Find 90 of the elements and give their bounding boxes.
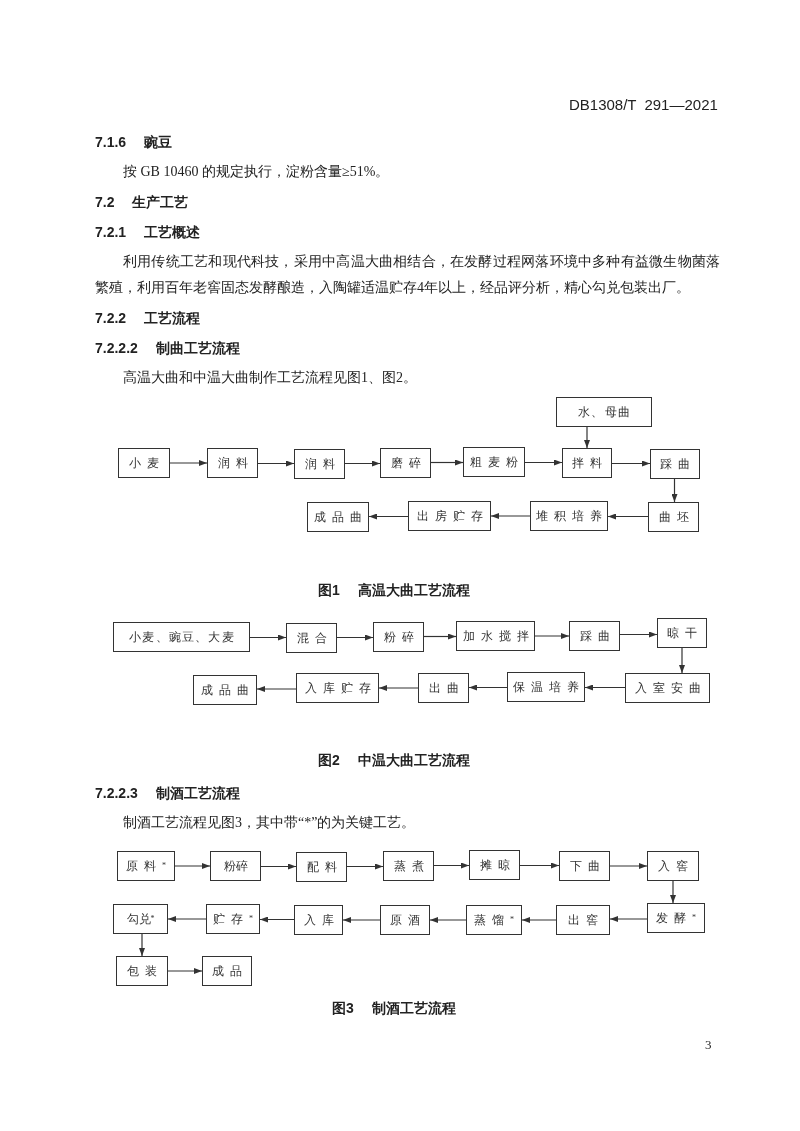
arrow <box>260 863 297 870</box>
arrow <box>256 686 297 692</box>
arrow <box>346 863 384 870</box>
section-heading: 7.1.6 豌豆 <box>95 133 173 152</box>
section-heading: 7.2.2.3 制酒工艺流程 <box>95 784 240 803</box>
arrow <box>524 459 563 466</box>
process-box: 成品曲 <box>193 675 257 705</box>
body-text: 利用传统工艺和现代科技，采用中高温大曲相结合，在发酵过程网落环境中多种有益微生物菌落繁殖，利用百年老窖固态发酵酿造，入陶罐适温贮存4年以上，经品评分析，精心勾兑包装出厂。 <box>95 253 720 297</box>
arrow <box>584 684 626 691</box>
process-box: 小麦、豌豆、大麦 <box>113 622 250 652</box>
process-box: 入窖 <box>647 851 699 881</box>
arrow <box>607 513 649 520</box>
arrow <box>611 460 651 467</box>
process-box: 润料 <box>207 448 258 478</box>
process-box: 粉碎 <box>373 622 424 652</box>
section-heading: 7.2.1 工艺概述 <box>95 223 201 242</box>
process-box: 踩曲 <box>569 621 620 651</box>
page-number: 3 <box>705 1036 712 1054</box>
process-box: 混合 <box>286 623 337 653</box>
arrow <box>430 459 464 466</box>
arrow <box>336 634 374 641</box>
process-box: 成品曲 <box>307 502 369 532</box>
arrow <box>429 917 467 923</box>
process-box: 水、母曲 <box>556 397 652 427</box>
process-box: 出曲 <box>418 673 469 703</box>
process-box: 小麦 <box>118 448 170 478</box>
arrow <box>167 916 207 922</box>
arrow <box>584 426 590 449</box>
process-box: 磨碎 <box>380 448 431 478</box>
arrow <box>534 633 570 639</box>
process-box: 发酵$^{*}$ <box>647 903 705 933</box>
process-box: 蒸馏$^{*}$ <box>466 905 522 935</box>
process-box: 蒸煮 <box>383 851 434 881</box>
process-box: 堆积培养 <box>530 501 608 531</box>
process-box: 踩曲 <box>650 449 700 479</box>
arrow <box>169 460 208 466</box>
arrow <box>259 916 295 923</box>
body-text: 制酒工艺流程见图3，其中带“*”的为关键工艺。 <box>123 814 416 832</box>
process-box: 晾干 <box>657 618 707 648</box>
process-box: 粗麦粉 <box>463 447 525 477</box>
process-box: 贮存$^{*}$ <box>206 904 260 934</box>
figure-caption: 图3 制酒工艺流程 <box>332 999 456 1018</box>
arrow <box>490 513 531 519</box>
arrow <box>423 633 457 640</box>
arrow <box>609 863 648 869</box>
process-box: 配料 <box>296 852 347 882</box>
section-heading: 7.2.2.2 制曲工艺流程 <box>95 339 240 358</box>
figure-caption: 图1 高温大曲工艺流程 <box>318 581 470 600</box>
arrow <box>679 647 685 674</box>
body-text: 按 GB 10460 的规定执行，淀粉含量≥51%。 <box>123 163 390 181</box>
process-box: 原酒 <box>380 905 430 935</box>
arrow <box>519 862 560 869</box>
arrow <box>344 460 381 467</box>
process-box: 下曲 <box>559 851 610 881</box>
process-box: 勾兑$^{*}$ <box>113 904 168 934</box>
process-box: 润料 <box>294 449 345 479</box>
process-box: 入库 <box>294 905 343 935</box>
arrow <box>257 460 295 467</box>
arrow <box>671 478 678 503</box>
arrow <box>670 880 676 904</box>
process-box: 粉碎 <box>210 851 261 881</box>
section-heading: 7.2.2 工艺流程 <box>95 309 201 328</box>
arrow <box>139 933 145 957</box>
arrow <box>249 634 287 641</box>
arrow <box>433 862 470 869</box>
document-code: DB1308/T 291—2021 <box>569 95 718 115</box>
process-box: 拌料 <box>562 448 612 478</box>
process-box: 出窖 <box>556 905 610 935</box>
arrow <box>342 917 381 923</box>
figure-caption: 图2 中温大曲工艺流程 <box>318 751 470 770</box>
process-box: 入室安曲 <box>625 673 710 703</box>
arrow <box>174 863 211 869</box>
process-box: 成品 <box>202 956 252 986</box>
process-box: 出房贮存 <box>408 501 491 531</box>
process-box: 包装 <box>116 956 168 986</box>
arrow <box>378 685 419 691</box>
process-box: 原料$^{*}$ <box>117 851 175 881</box>
section-heading: 7.2 生产工艺 <box>95 193 189 212</box>
arrow <box>619 631 658 638</box>
process-box: 曲坯 <box>648 502 699 532</box>
process-box: 摊晾 <box>469 850 520 880</box>
arrow <box>521 917 557 923</box>
body-text: 高温大曲和中温大曲制作工艺流程见图1、图2。 <box>123 369 417 387</box>
arrow <box>468 684 508 691</box>
arrow <box>167 968 203 974</box>
process-box: 加水搅拌 <box>456 621 535 651</box>
arrow <box>368 513 409 520</box>
arrow <box>609 916 648 922</box>
process-box: 保温培养 <box>507 672 585 702</box>
process-box: 入库贮存 <box>296 673 379 703</box>
